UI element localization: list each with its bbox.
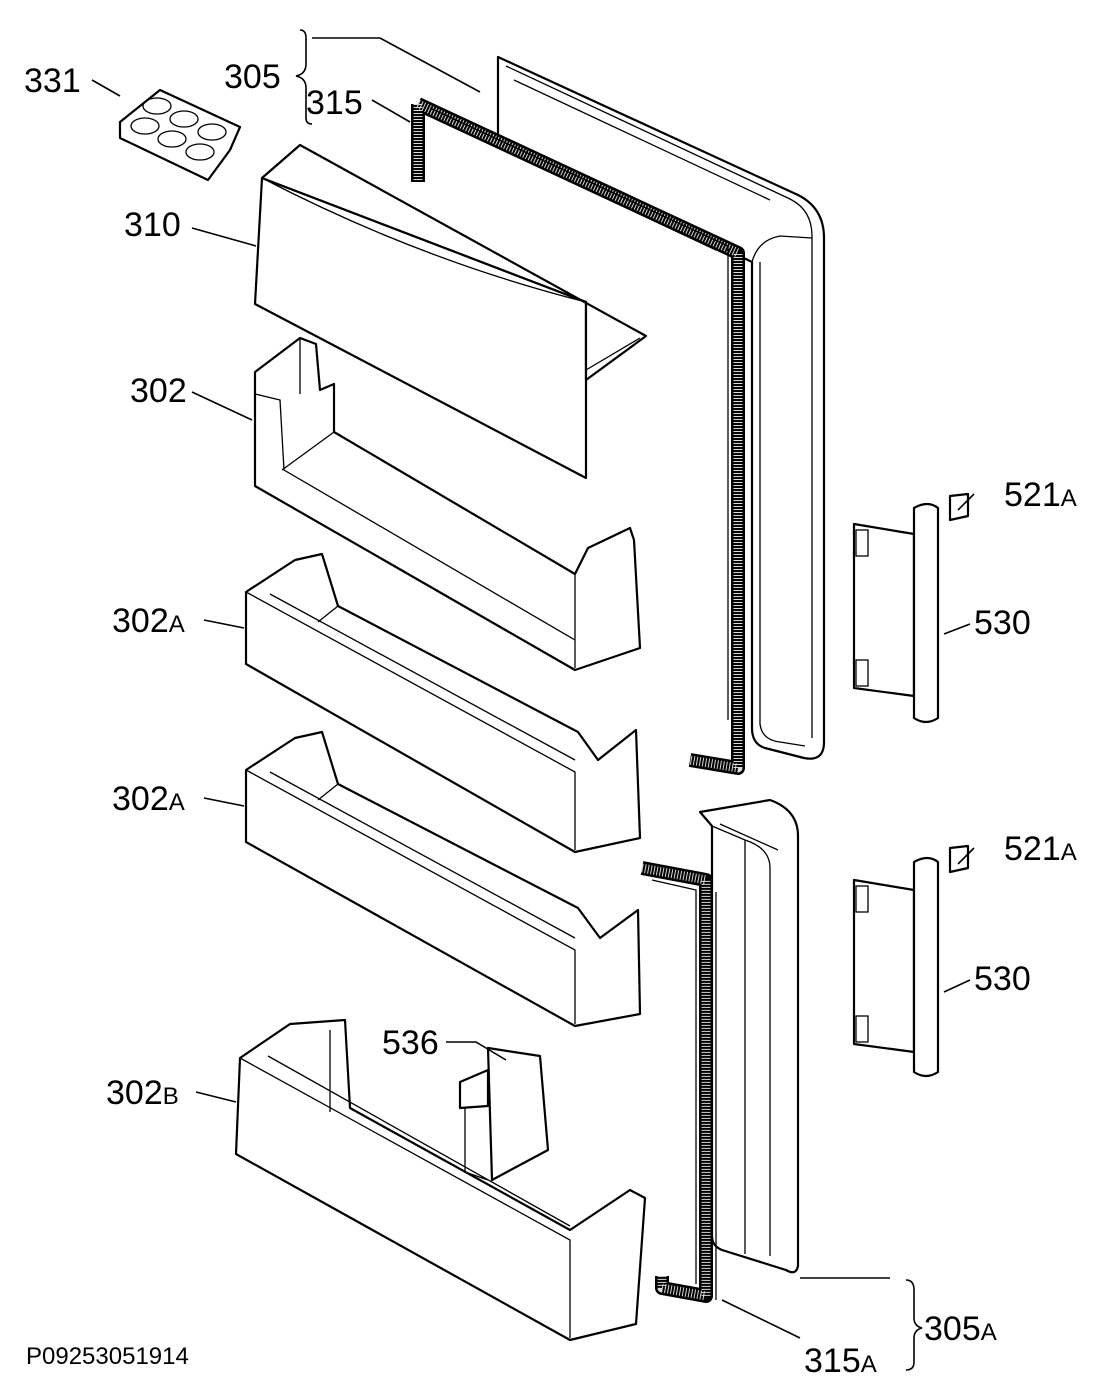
handle-cap-lower bbox=[948, 844, 970, 874]
label-530-2: 530 bbox=[974, 960, 1031, 998]
label-310: 310 bbox=[124, 206, 181, 244]
door-shelf-bottom bbox=[234, 1018, 647, 1342]
upper-door-gasket bbox=[411, 97, 745, 775]
label-305: 305 bbox=[224, 58, 281, 96]
reference-code: P09253051914 bbox=[26, 1343, 189, 1370]
lower-door-gasket bbox=[640, 861, 717, 1303]
label-331: 331 bbox=[24, 62, 81, 100]
label-302b: 302B bbox=[106, 1074, 179, 1112]
lower-door-panel bbox=[698, 798, 800, 1274]
door-shelf-top bbox=[253, 336, 642, 672]
egg-tray bbox=[118, 88, 242, 182]
label-530-1: 530 bbox=[974, 604, 1031, 642]
dairy-compartment-flap bbox=[253, 143, 648, 480]
label-302a-1: 302A bbox=[112, 602, 185, 640]
door-shelf-middle-1 bbox=[244, 552, 642, 854]
label-315: 315 bbox=[306, 84, 363, 122]
callout-labels: 331 305 315 310 302 302A 302A 302B 536 5… bbox=[24, 58, 1077, 1380]
label-305a: 305A bbox=[924, 1310, 997, 1348]
label-302a-2: 302A bbox=[112, 780, 185, 818]
label-521a-2: 521A bbox=[1004, 830, 1077, 868]
door-handle-upper bbox=[852, 502, 940, 724]
label-302: 302 bbox=[130, 372, 187, 410]
door-shelf-middle-2 bbox=[244, 730, 642, 1028]
label-536: 536 bbox=[382, 1024, 439, 1062]
upper-door-panel bbox=[496, 55, 826, 760]
handle-cap-upper bbox=[948, 492, 970, 522]
label-521a-1: 521A bbox=[1004, 476, 1077, 514]
door-handle-lower bbox=[852, 856, 940, 1078]
bottle-divider bbox=[458, 1046, 550, 1182]
leader-lines bbox=[91, 29, 975, 1371]
label-315a: 315A bbox=[804, 1342, 877, 1380]
